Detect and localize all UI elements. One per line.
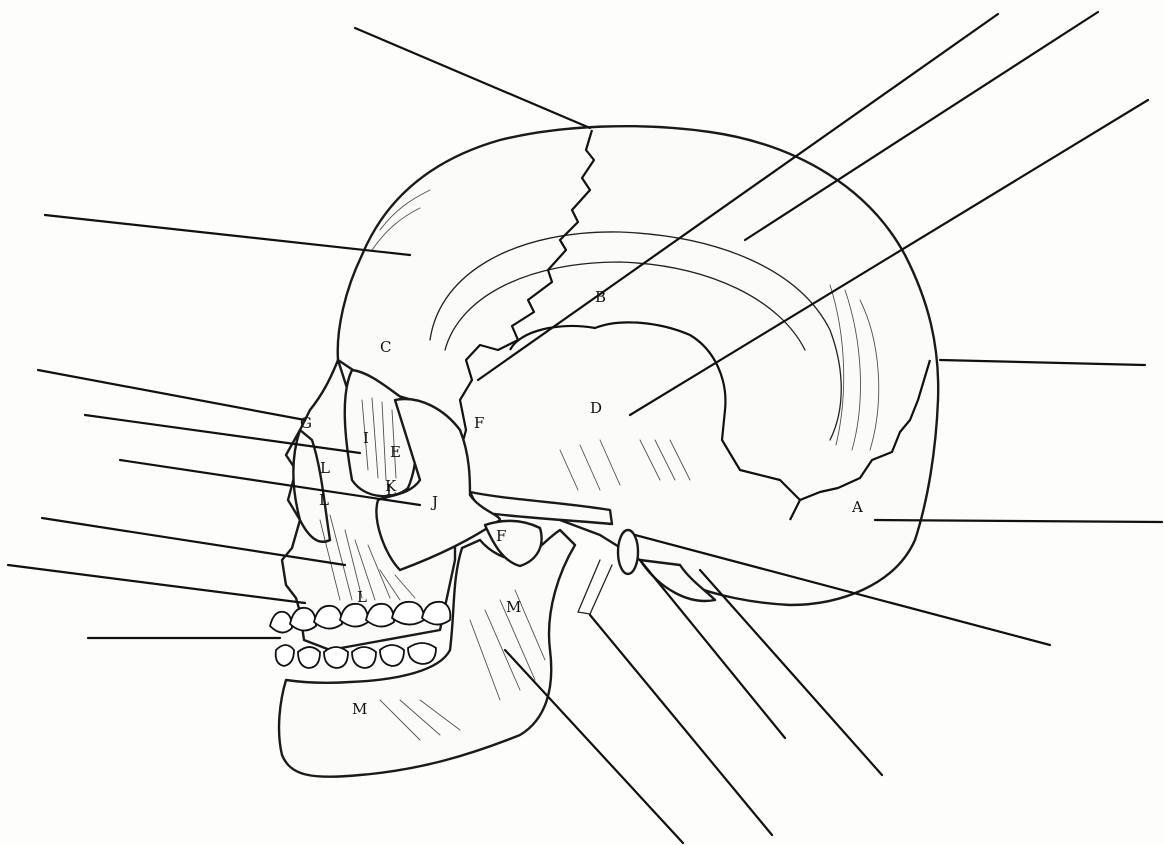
leader-line [590, 615, 772, 835]
label-C: C [380, 338, 391, 356]
label-G: G [300, 414, 312, 432]
label-L-nasal: L [320, 459, 330, 477]
label-J: J [430, 493, 438, 511]
lower-teeth [276, 643, 436, 668]
label-A: A [851, 498, 863, 516]
label-M-body: M [352, 700, 367, 718]
label-I: I [363, 429, 369, 447]
leader-line [8, 565, 305, 603]
external-acoustic-meatus [618, 530, 638, 574]
label-M-ramus: M [506, 598, 521, 616]
label-B: B [595, 288, 606, 306]
label-F-sphenoid: F [496, 527, 506, 545]
leader-line [745, 12, 1098, 240]
label-F-frontal: F [474, 414, 484, 432]
leader-line [45, 215, 410, 255]
styloid-process [578, 560, 612, 614]
leader-line [505, 650, 683, 843]
leader-line [355, 28, 590, 128]
label-L-sphenoid: L [319, 491, 329, 509]
leader-line [940, 360, 1145, 365]
label-L-lacrimal: L [386, 481, 396, 499]
label-L-maxilla: L [357, 588, 367, 606]
label-E: E [390, 443, 401, 461]
label-D: D [590, 399, 602, 417]
leader-line [38, 370, 305, 420]
